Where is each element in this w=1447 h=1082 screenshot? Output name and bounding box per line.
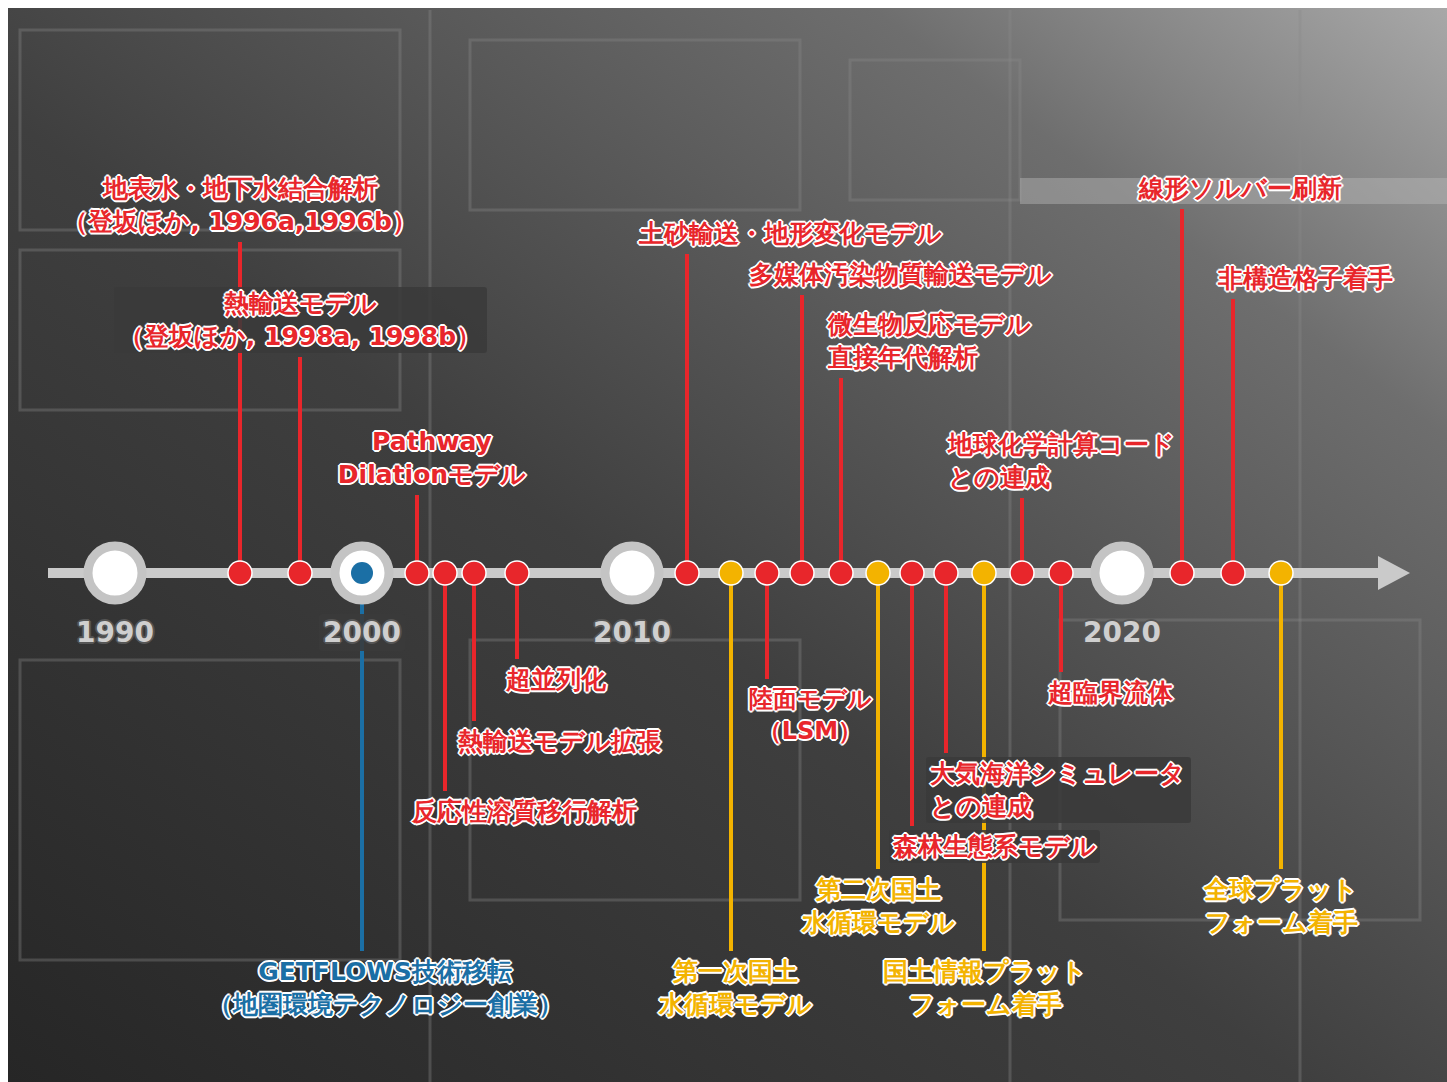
event-dot bbox=[1010, 561, 1034, 585]
event-label: 熱輸送モデル拡張 bbox=[458, 725, 661, 758]
leader-line bbox=[839, 378, 843, 573]
year-marker bbox=[1095, 546, 1149, 600]
event-label: 国土情報プラット フォーム着手 bbox=[882, 955, 1088, 1021]
event-label: 陸面モデル （LSM） bbox=[748, 683, 873, 747]
event-label: 熱輸送モデル （登坂ほか, 1998a, 1998b） bbox=[114, 287, 487, 353]
leader-line bbox=[1231, 299, 1235, 573]
event-label: 森林生態系モデル bbox=[889, 830, 1100, 863]
event-label: Pathway Dilationモデル bbox=[337, 425, 528, 491]
year-marker bbox=[88, 546, 142, 600]
event-dot bbox=[1049, 561, 1073, 585]
event-label: 超臨界流体 bbox=[1048, 676, 1173, 709]
event-label: 土砂輸送・地形変化モデル bbox=[639, 217, 942, 250]
event-label: 線形ソルバー刷新 bbox=[1139, 172, 1342, 205]
event-dot bbox=[433, 561, 457, 585]
event-dot bbox=[228, 561, 252, 585]
event-dot bbox=[934, 561, 958, 585]
event-label: 多媒体汚染物質輸送モデル bbox=[749, 258, 1052, 291]
event-label: 超並列化 bbox=[506, 663, 606, 696]
year-label: 2020 bbox=[1083, 614, 1161, 651]
event-dot bbox=[288, 561, 312, 585]
event-label: 大気海洋シミュレータ との連成 bbox=[926, 757, 1191, 823]
year-label: 2000 bbox=[319, 614, 405, 651]
leader-line bbox=[1180, 209, 1184, 573]
event-label: 地表水・地下水結合解析 （登坂ほか, 1996a,1996b） bbox=[62, 172, 418, 238]
leader-line bbox=[1279, 573, 1283, 869]
leader-line bbox=[876, 573, 880, 869]
event-dot bbox=[1221, 561, 1245, 585]
event-dot bbox=[675, 561, 699, 585]
event-label: 微生物反応モデル 直接年代解析 bbox=[828, 308, 1033, 374]
photo-ground bbox=[8, 8, 1447, 1082]
year-marker bbox=[335, 546, 389, 600]
event-dot bbox=[405, 561, 429, 585]
event-dot bbox=[866, 561, 890, 585]
event-label: 全球プラット フォーム着手 bbox=[1203, 873, 1359, 939]
event-dot bbox=[719, 561, 743, 585]
rack-frames bbox=[20, 10, 1420, 1082]
event-dot bbox=[1269, 561, 1293, 585]
year-markers bbox=[88, 546, 1149, 600]
event-dot bbox=[829, 561, 853, 585]
event-label: 非構造格子着手 bbox=[1218, 262, 1393, 295]
event-dots bbox=[228, 561, 1293, 585]
event-label: 第一次国土 水循環モデル bbox=[658, 955, 813, 1021]
leader-line bbox=[910, 573, 914, 826]
leader-line bbox=[944, 573, 948, 753]
event-dot bbox=[972, 561, 996, 585]
year-label: 1990 bbox=[76, 614, 154, 651]
event-dot bbox=[351, 562, 373, 584]
year-label: 2010 bbox=[593, 614, 671, 651]
event-dot bbox=[900, 561, 924, 585]
event-dot bbox=[462, 561, 486, 585]
timeline-arrowhead bbox=[1378, 556, 1410, 590]
leader-line bbox=[298, 357, 302, 573]
event-label: 地球化学計算コード との連成 bbox=[948, 428, 1177, 494]
event-dot bbox=[505, 561, 529, 585]
leader-line bbox=[472, 573, 476, 721]
event-label: 第二次国土 水循環モデル bbox=[801, 873, 956, 939]
leader-line bbox=[443, 573, 447, 791]
leader-line bbox=[765, 573, 769, 679]
event-label: GETFLOWS技術移転 （地圏環境テクノロジー創業） bbox=[207, 955, 564, 1021]
leader-line bbox=[685, 254, 689, 573]
leader-line bbox=[800, 295, 804, 573]
leader-line bbox=[729, 573, 733, 951]
event-dot bbox=[1170, 561, 1194, 585]
event-dot bbox=[755, 561, 779, 585]
event-dot bbox=[790, 561, 814, 585]
year-marker bbox=[605, 546, 659, 600]
leader-line bbox=[1059, 573, 1063, 672]
leader-line bbox=[515, 573, 519, 659]
event-label: 反応性溶質移行解析 bbox=[412, 795, 637, 828]
